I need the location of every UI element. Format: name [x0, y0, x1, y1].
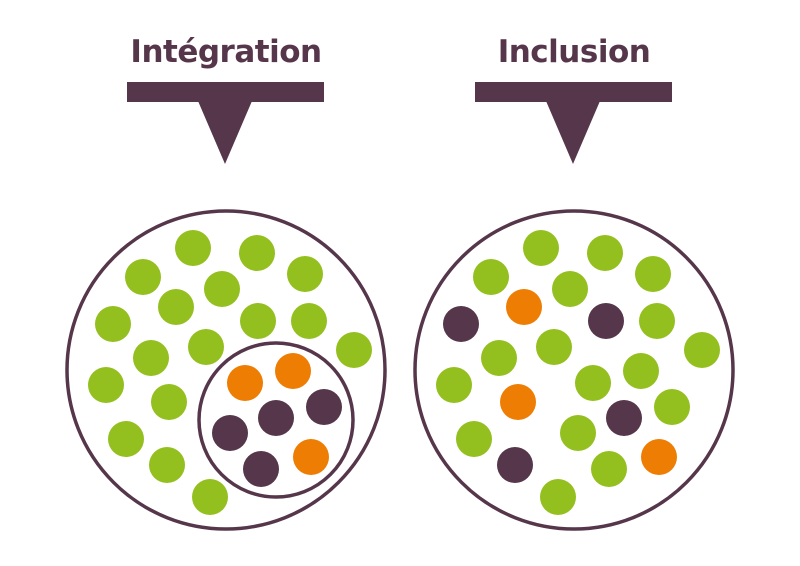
dot-green: [239, 235, 275, 271]
dot-green: [654, 389, 690, 425]
panel-inclusion: Inclusion: [413, 34, 735, 531]
dot-green: [684, 332, 720, 368]
dot-green: [188, 329, 224, 365]
panel-integration: Intégration: [65, 34, 387, 531]
dot-purple: [243, 451, 279, 487]
dot-orange: [641, 439, 677, 475]
dot-green: [639, 303, 675, 339]
dot-green: [149, 447, 185, 483]
funnel-arrow-icon: [127, 82, 324, 164]
outer-circle-inclusion: [413, 209, 735, 531]
dots-inclusion: [436, 230, 720, 515]
dot-green: [552, 271, 588, 307]
dot-orange: [293, 439, 329, 475]
banner-bar: [127, 82, 324, 102]
dot-green: [540, 479, 576, 515]
dot-green: [623, 353, 659, 389]
banner-bar: [475, 82, 672, 102]
dots-integration-inner: [212, 353, 342, 487]
dot-green: [192, 479, 228, 515]
dot-green: [88, 367, 124, 403]
dot-purple: [306, 389, 342, 425]
dot-purple: [497, 447, 533, 483]
dot-purple: [606, 400, 642, 436]
dot-green: [635, 256, 671, 292]
dot-green: [287, 256, 323, 292]
dot-green: [336, 332, 372, 368]
dot-green: [481, 340, 517, 376]
banner-arrow: [198, 101, 252, 164]
dot-green: [536, 329, 572, 365]
dot-green: [436, 367, 472, 403]
dot-green: [175, 230, 211, 266]
dot-green: [587, 235, 623, 271]
dot-green: [108, 421, 144, 457]
funnel-arrow-icon: [475, 82, 672, 164]
dot-green: [575, 365, 611, 401]
title-inclusion: Inclusion: [498, 34, 651, 70]
dot-purple: [443, 306, 479, 342]
dot-green: [204, 271, 240, 307]
dot-green: [133, 340, 169, 376]
dot-green: [456, 421, 492, 457]
dot-purple: [212, 415, 248, 451]
dot-orange: [500, 384, 536, 420]
dot-green: [291, 303, 327, 339]
dot-orange: [506, 289, 542, 325]
dot-green: [523, 230, 559, 266]
dot-purple: [258, 400, 294, 436]
dot-purple: [588, 303, 624, 339]
dots-integration-outer: [88, 230, 372, 515]
dot-green: [473, 259, 509, 295]
banner-arrow: [546, 101, 600, 164]
title-integration: Intégration: [130, 34, 321, 70]
dot-orange: [275, 353, 311, 389]
dot-green: [125, 259, 161, 295]
inner-circle-integration: [197, 341, 355, 499]
dot-green: [591, 451, 627, 487]
dot-green: [158, 289, 194, 325]
dot-orange: [227, 365, 263, 401]
outer-circle-integration: [65, 209, 387, 531]
dot-green: [560, 415, 596, 451]
dot-green: [240, 303, 276, 339]
dot-green: [151, 384, 187, 420]
dot-green: [95, 306, 131, 342]
